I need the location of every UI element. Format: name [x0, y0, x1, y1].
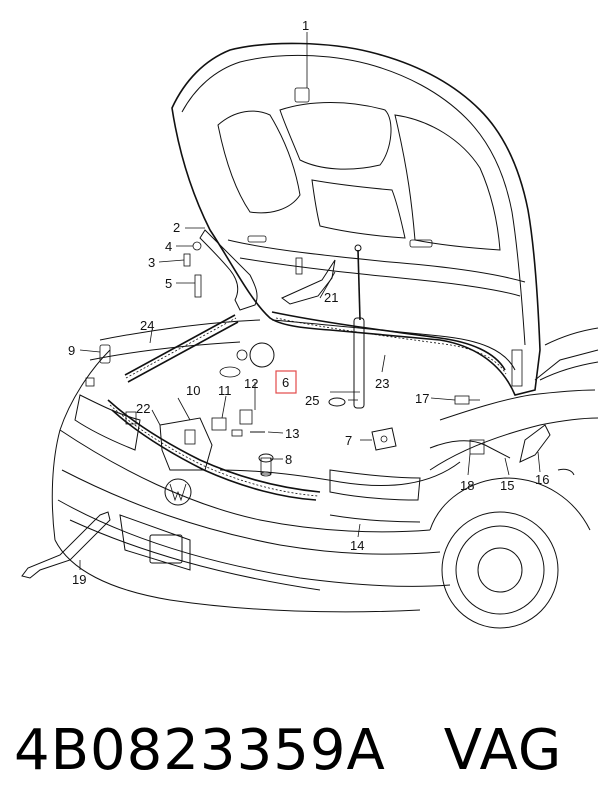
callout-10: 10	[186, 383, 200, 398]
screw-17	[454, 395, 480, 405]
callout-15: 15	[500, 478, 514, 493]
parts-diagram: 1 2 4 3 5 21 24 9 23 10 11 12 6 25 17 22…	[21, 18, 599, 629]
callout-21: 21	[324, 290, 338, 305]
callout-22: 22	[136, 401, 150, 416]
callout-25: 25	[305, 393, 319, 408]
highlight-box	[275, 370, 297, 394]
callout-6: 6	[282, 375, 289, 390]
grommet-25	[328, 397, 346, 407]
hood-lock	[159, 409, 265, 471]
car-body	[51, 319, 599, 629]
release-handle	[519, 424, 551, 463]
rubber-strip-24	[124, 314, 239, 383]
callout-18: 18	[460, 478, 474, 493]
lock-carrier	[107, 399, 321, 501]
release-cable	[219, 439, 511, 486]
hood	[171, 42, 541, 396]
callout-17: 17	[415, 391, 429, 406]
callout-8: 8	[285, 452, 292, 467]
callout-7: 7	[345, 433, 352, 448]
prop-rod-19	[21, 511, 111, 579]
hood-seal	[271, 311, 507, 375]
vendor-label: VAG	[443, 717, 563, 783]
buffer-8	[258, 453, 274, 477]
callout-11: 11	[218, 383, 232, 398]
gas-strut	[353, 244, 365, 409]
callout-1: 1	[302, 18, 309, 33]
hood-bracket	[183, 229, 258, 311]
callout-5: 5	[165, 276, 172, 291]
vw-logo	[164, 478, 192, 506]
callout-23: 23	[375, 376, 389, 391]
callout-16: 16	[535, 472, 549, 487]
part-caption: 4B0823359A VAG	[14, 700, 594, 800]
callout-3: 3	[148, 255, 155, 270]
callout-24: 24	[140, 318, 154, 333]
callout-2: 2	[173, 220, 180, 235]
callout-19: 19	[72, 572, 86, 587]
callout-labels: 1 2 4 3 5 21 24 9 23 10 11 12 6 25 17 22…	[68, 18, 549, 587]
leader-lines	[79, 32, 541, 570]
callout-13: 13	[285, 426, 299, 441]
callout-12: 12	[244, 376, 258, 391]
callout-14: 14	[350, 538, 364, 553]
callout-9: 9	[68, 343, 75, 358]
callout-4: 4	[165, 239, 172, 254]
part-number: 4B0823359A	[14, 717, 386, 783]
bracket-7	[371, 427, 397, 451]
buffer-9	[99, 344, 111, 364]
engine-bay-details	[85, 342, 275, 425]
